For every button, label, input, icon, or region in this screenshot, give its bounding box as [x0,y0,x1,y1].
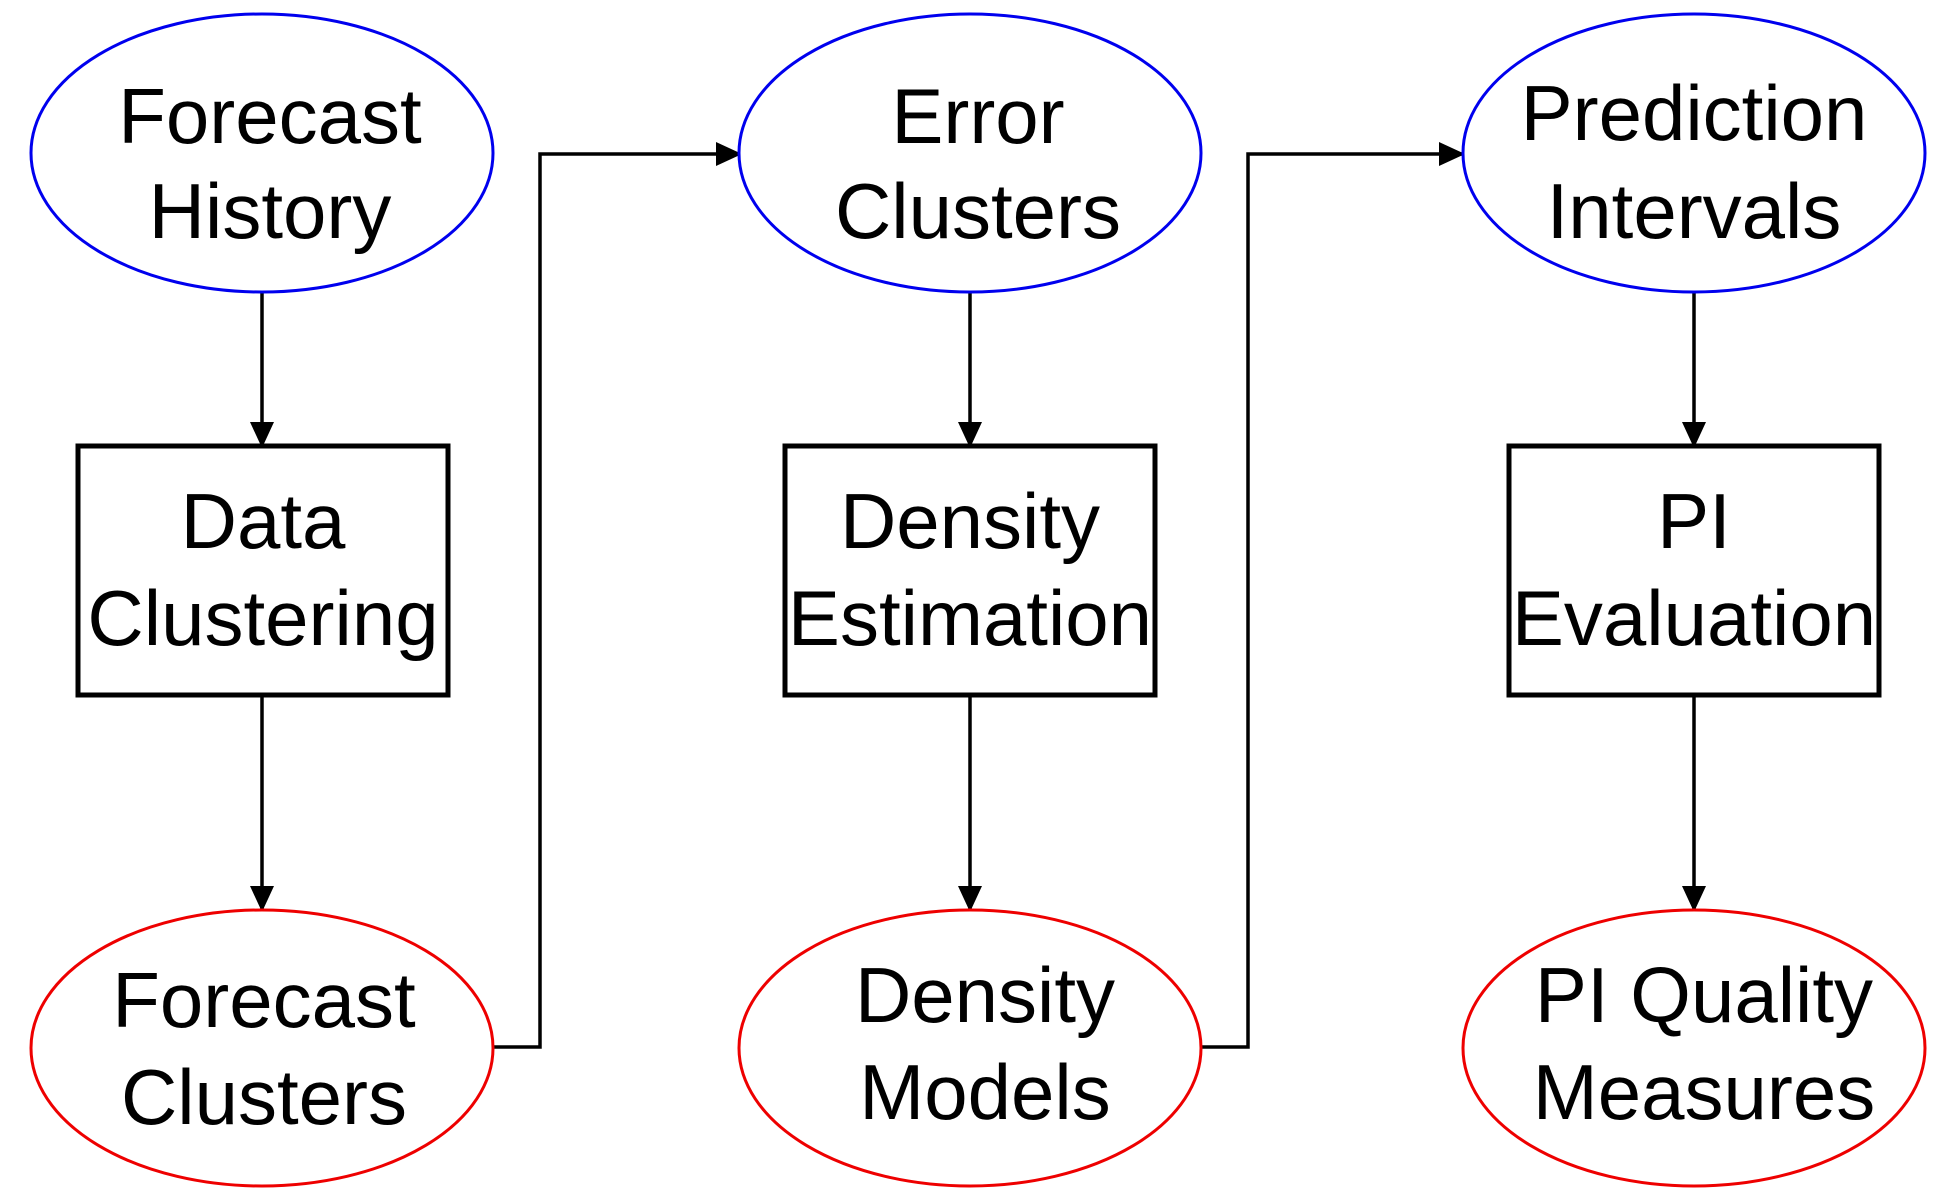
forecast-clusters-label-line-1: Forecast [112,956,416,1044]
node-pi-evaluation: PI Evaluation [1506,443,1882,698]
data-clustering-label-line-1: Data [181,477,346,565]
pi-quality-measures-ellipse [1461,908,1927,1188]
forecast-history-label-line-2: History [149,167,392,255]
edge-density-models-to-prediction-intervals [1202,142,1465,1049]
density-models-label-line-2: Models [859,1048,1110,1136]
prediction-intervals-label-line-1: Prediction [1521,69,1868,157]
density-models-label-line-1: Density [855,951,1115,1039]
pi-quality-measures-label-line-2: Measures [1533,1048,1875,1136]
node-data-clustering: Data Clustering [75,443,451,698]
node-density-models: Density Models [737,908,1203,1188]
node-density-estimation: Density Estimation [782,443,1158,698]
node-prediction-intervals: Prediction Intervals [1461,12,1927,294]
density-estimation-label-line-2: Estimation [788,574,1152,662]
pi-evaluation-label-line-2: Evaluation [1512,574,1876,662]
density-estimation-label-line-1: Density [840,477,1100,565]
prediction-intervals-ellipse [1461,12,1927,294]
error-clusters-ellipse [737,12,1203,294]
edges [250,142,1706,1049]
node-forecast-clusters: Forecast Clusters [29,908,495,1188]
pi-evaluation-box [1506,443,1882,698]
density-estimation-box [782,443,1158,698]
pi-quality-measures-label-line-1: PI Quality [1535,951,1873,1039]
forecast-history-label-line-1: Forecast [118,72,422,160]
node-pi-quality-measures: PI Quality Measures [1461,908,1927,1188]
node-error-clusters: Error Clusters [737,12,1203,294]
error-clusters-label-line-1: Error [891,72,1064,160]
density-models-ellipse [737,908,1203,1188]
error-clusters-label-line-2: Clusters [835,167,1121,255]
pi-evaluation-label-line-1: PI [1657,477,1731,565]
data-clustering-box [75,443,451,698]
forecast-clusters-label-line-2: Clusters [121,1053,407,1141]
edge-forecast-clusters-to-error-clusters [494,142,742,1049]
prediction-intervals-label-line-2: Intervals [1547,167,1842,255]
forecast-history-ellipse [29,12,495,294]
data-clustering-label-line-2: Clustering [87,574,438,662]
node-forecast-history: Forecast History [29,12,495,294]
forecast-clusters-ellipse [29,908,495,1188]
